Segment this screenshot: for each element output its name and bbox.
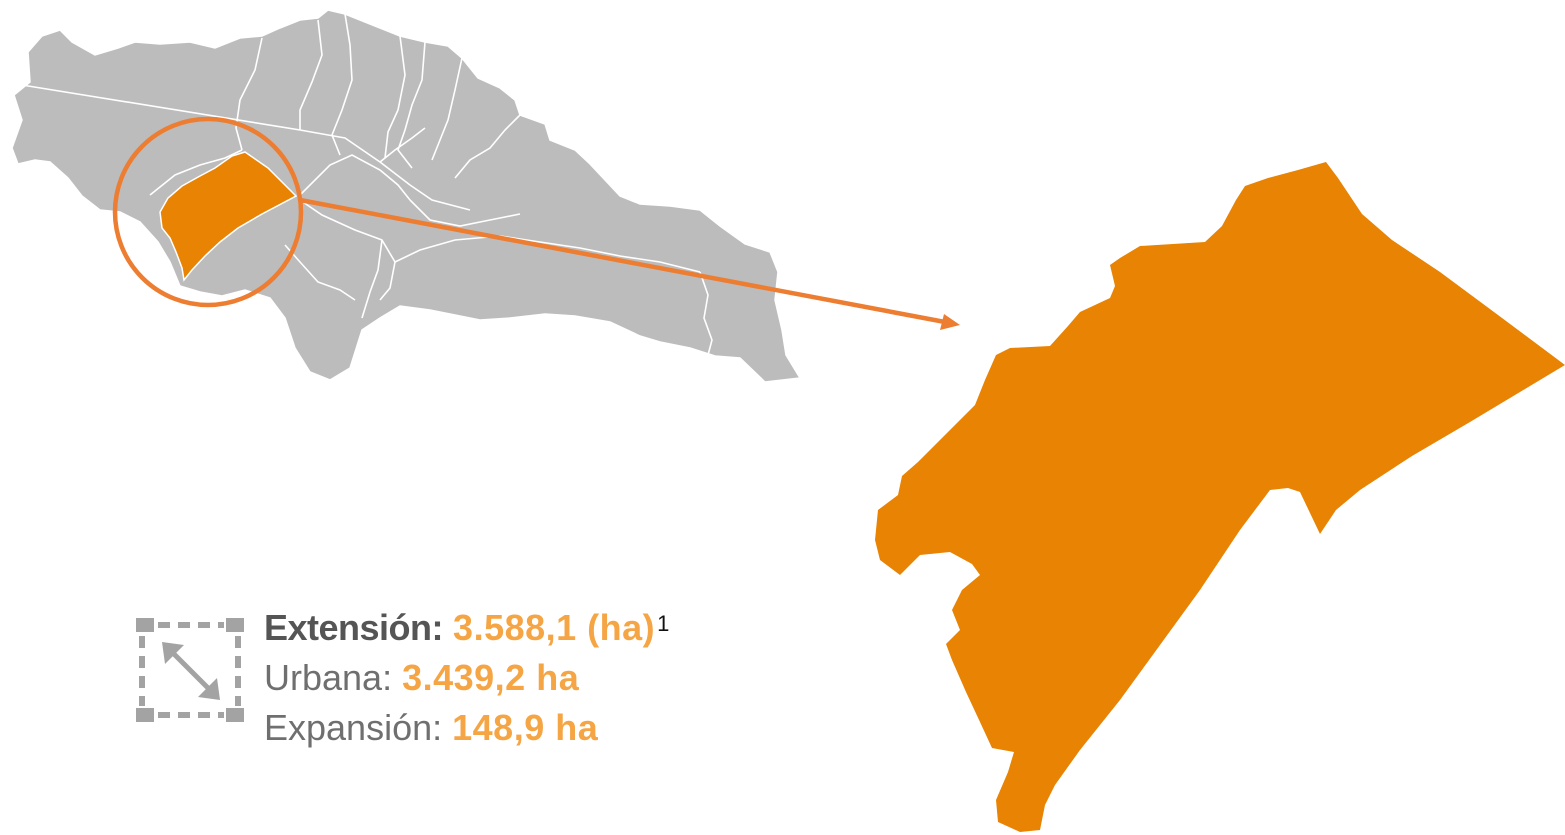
expansion-row: Expansión: 148,9 ha xyxy=(264,708,598,748)
enlarged-locality-shape xyxy=(875,162,1565,832)
extension-row: Extensión: 3.588,1 (ha)1 xyxy=(264,608,669,648)
municipal-borders xyxy=(21,13,713,356)
highlighted-locality xyxy=(159,151,298,282)
resize-arrows-icon xyxy=(136,618,244,722)
extension-label: Extensión: xyxy=(264,607,444,648)
arrow-head xyxy=(940,314,960,330)
extension-value: 3.588,1 (ha) xyxy=(453,607,656,648)
callout-arrow xyxy=(299,197,946,325)
callout-circle xyxy=(112,116,304,308)
urban-value: 3.439,2 ha xyxy=(402,657,580,698)
extension-footnote: 1 xyxy=(657,611,670,636)
region-map xyxy=(11,9,960,383)
expansion-label: Expansión: xyxy=(264,707,443,748)
urban-row: Urbana: 3.439,2 ha xyxy=(264,658,579,698)
urban-label: Urbana: xyxy=(264,657,393,698)
expansion-value: 148,9 ha xyxy=(452,707,599,748)
